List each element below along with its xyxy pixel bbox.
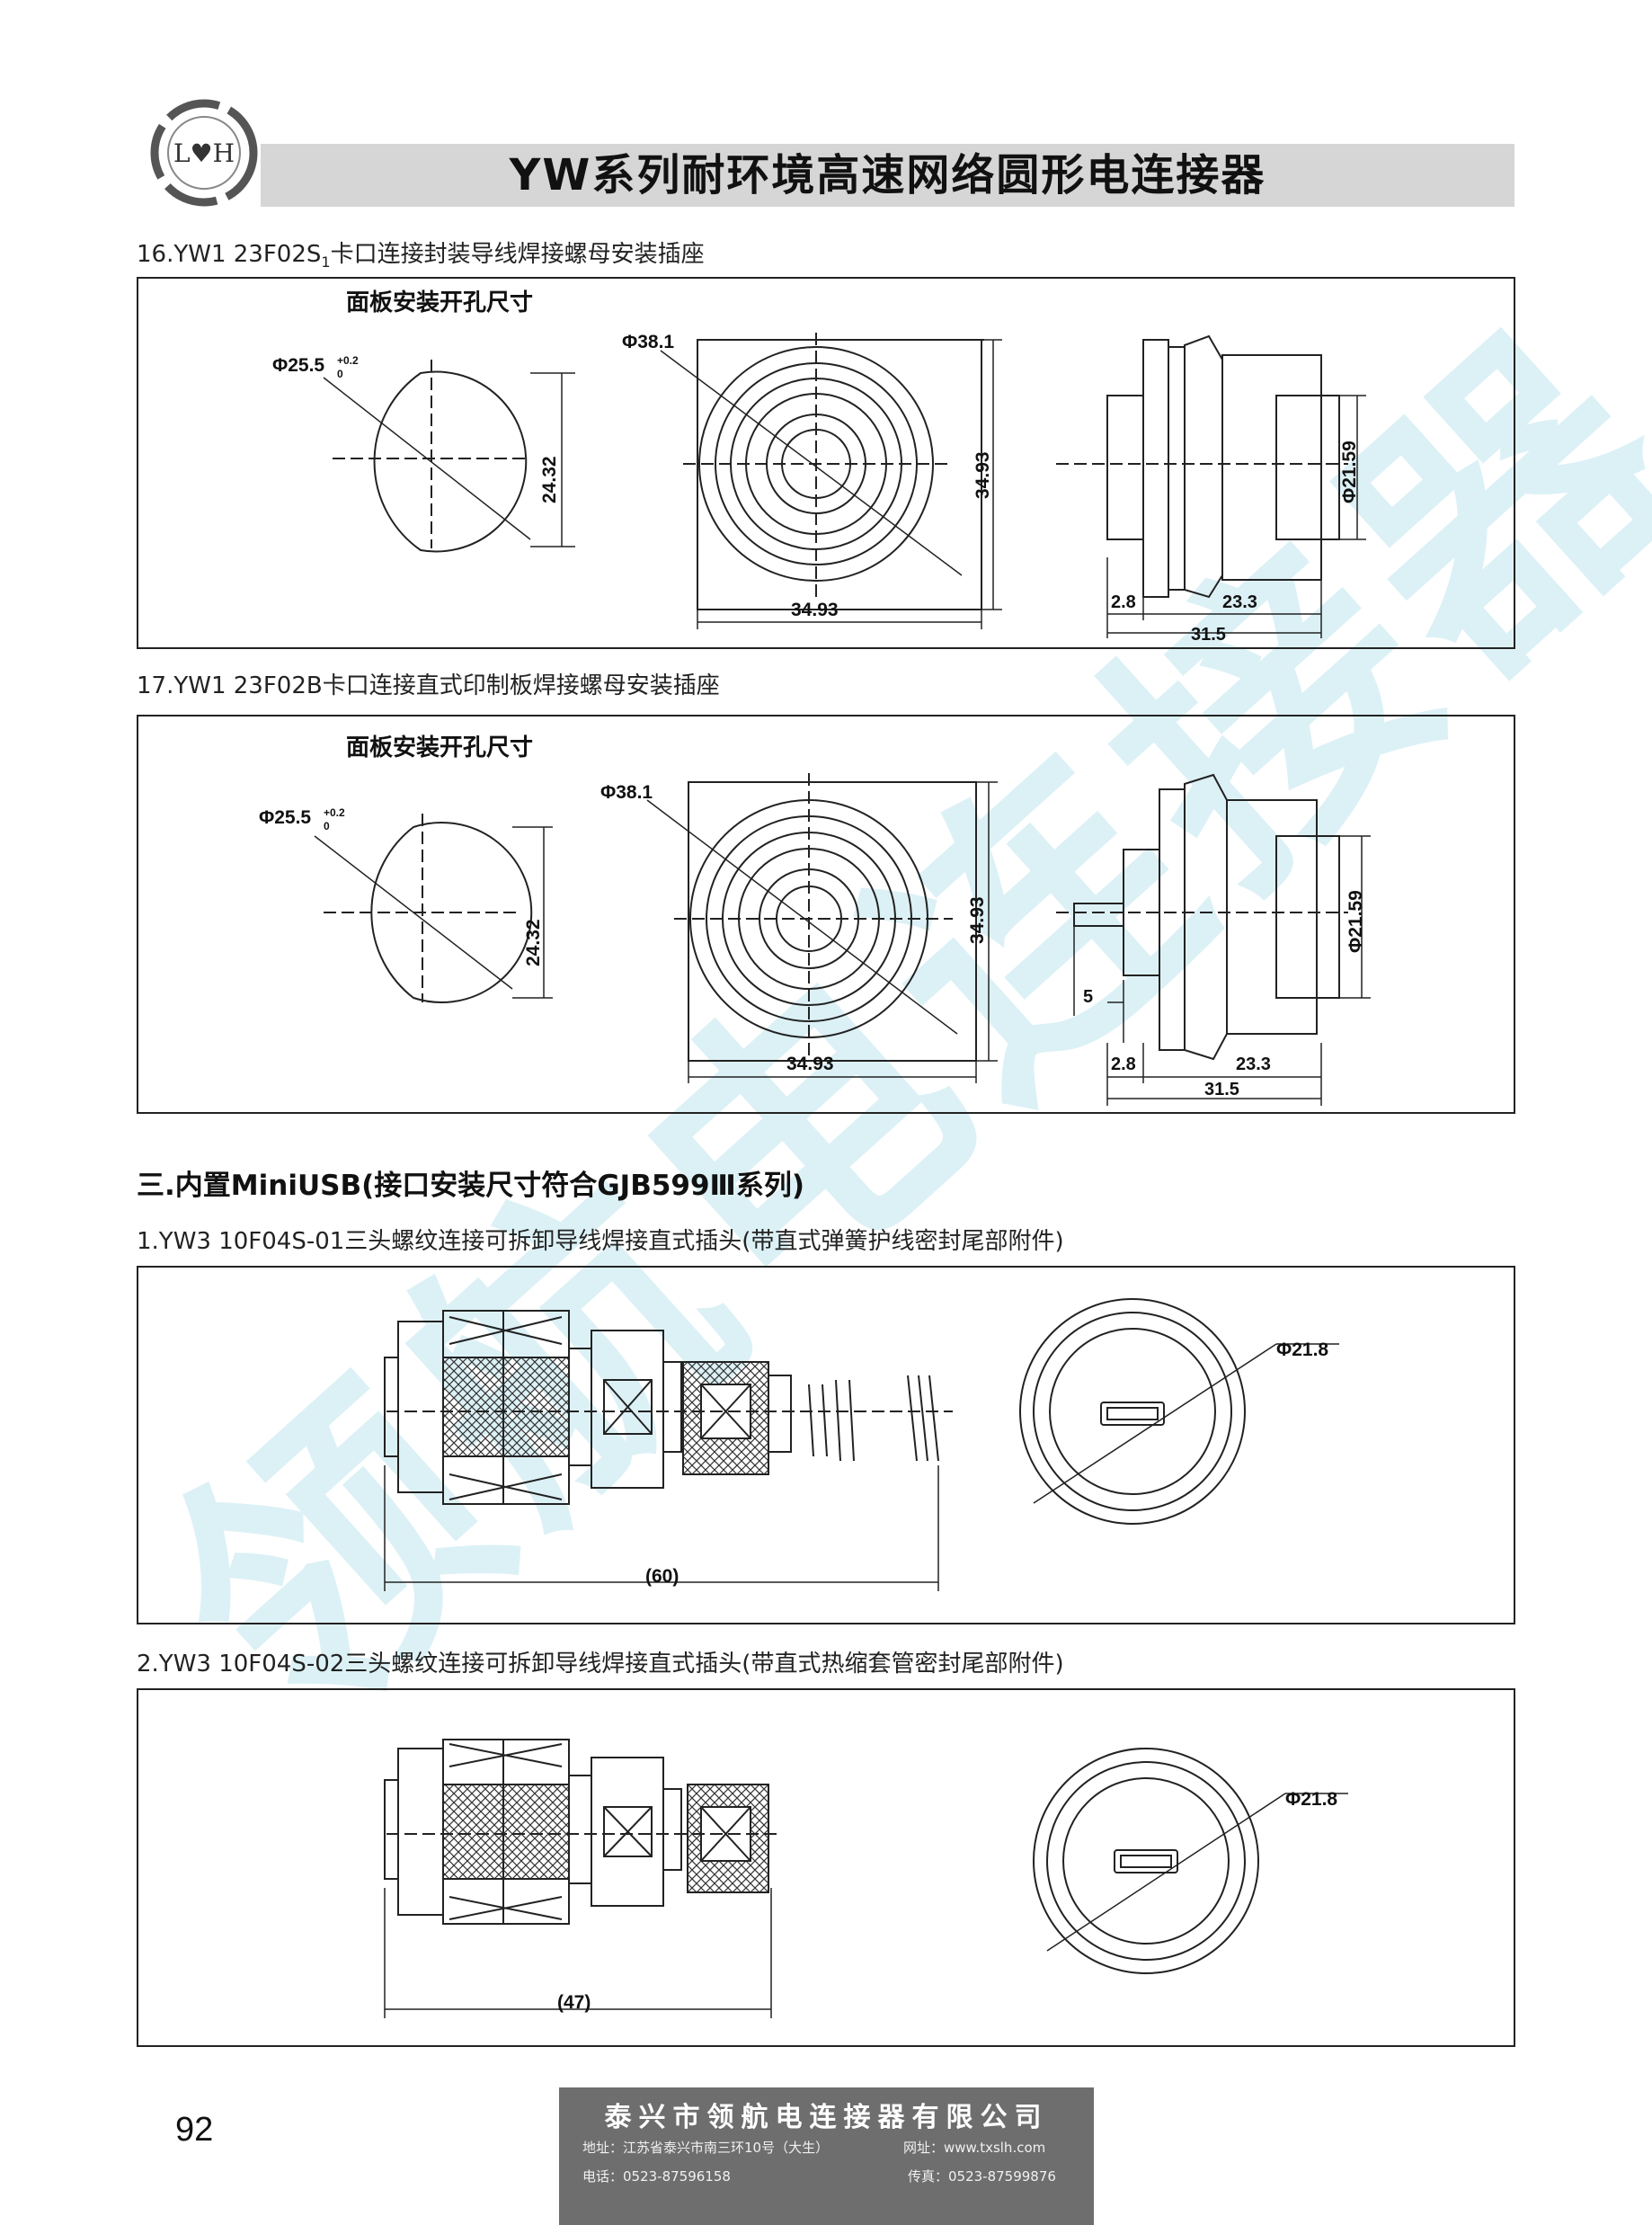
footer-address: 地址：江苏省泰兴市南三环10号（大生）	[582, 2140, 830, 2156]
footer-phone: 电话：0523-87596158	[582, 2168, 731, 2185]
item-16-caption-sub: 1	[321, 254, 331, 271]
item-16-flange-diameter: Φ38.1	[622, 332, 674, 352]
item-17-body-diameter: Φ21.59	[1346, 890, 1366, 953]
usb-item-1-frame	[137, 1266, 1515, 1624]
item-17-dim-total: 31.5	[1204, 1080, 1239, 1099]
item-16-square-h: 34.93	[791, 600, 839, 620]
item-17-tol-upper: +0.2	[324, 806, 345, 819]
usb-item-2-caption: 2.YW3 10F04S-02三头螺纹连接可拆卸导线焊接直式插头(带直式热缩套管…	[137, 1651, 1064, 1678]
item-17-dim-b: 23.3	[1236, 1055, 1271, 1074]
item-17-square-v: 34.93	[967, 896, 988, 944]
footer-box	[559, 2087, 1094, 2225]
company-logo: L♥H	[150, 99, 258, 207]
item-16-panel-label: 面板安装开孔尺寸	[346, 289, 533, 316]
section-3-title: 三.内置MiniUSB(接口安装尺寸符合GJB599Ⅲ系列)	[137, 1170, 805, 1202]
item-16-cutout-flat: 24.32	[539, 456, 560, 503]
item-16-dim-a: 2.8	[1111, 592, 1136, 612]
item-16-cutout-outline	[373, 370, 528, 553]
logo-text: L♥H	[173, 138, 235, 168]
item-16-square-v: 34.93	[973, 451, 993, 499]
item-16-cutout-leader	[323, 377, 531, 540]
item-16-dim-total: 31.5	[1191, 625, 1226, 645]
usb-item-1-diameter: Φ21.8	[1276, 1339, 1328, 1360]
item-16-caption-prefix: 16.YW1 23F02S	[137, 241, 322, 268]
item-17-panel-label: 面板安装开孔尺寸	[346, 734, 533, 761]
item-16-body-diameter: Φ21.59	[1339, 441, 1360, 503]
item-16-caption-suffix: 卡口连接封装导线焊接螺母安装插座	[330, 241, 705, 268]
item-16-dim-b: 23.3	[1222, 592, 1257, 612]
item-17-caption: 17.YW1 23F02B卡口连接直式印制板焊接螺母安装插座	[137, 672, 720, 699]
footer-company: 泰兴市领航电连接器有限公司	[604, 2102, 1049, 2133]
page-title: YW系列耐环境高速网络圆形电连接器	[509, 150, 1266, 200]
item-17-tol-lower: 0	[324, 820, 330, 832]
item-17-cutout-diameter: Φ25.5	[259, 807, 311, 828]
item-16-square-flange	[697, 339, 982, 610]
item-16-caption: 16.YW1 23F02S1卡口连接封装导线焊接螺母安装插座	[137, 236, 705, 271]
usb-item-2-frame	[137, 1688, 1515, 2047]
footer-website: 网址：www.txslh.com	[903, 2140, 1046, 2156]
item-17-flange-diameter: Φ38.1	[600, 782, 653, 803]
item-17-frame	[137, 715, 1515, 1114]
usb-item-1-caption: 1.YW3 10F04S-01三头螺纹连接可拆卸导线焊接直式插头(带直式弹簧护线…	[137, 1228, 1064, 1255]
item-17-cutout-flat: 24.32	[523, 919, 544, 966]
title-bar	[261, 144, 1514, 207]
footer-fax: 传真：0523-87599876	[908, 2168, 1056, 2185]
item-17-dim-pin: 5	[1083, 987, 1093, 1007]
item-16-frame	[137, 277, 1515, 649]
item-16-cutout-diameter: Φ25.5	[272, 355, 324, 376]
usb-item-1-length: (60)	[645, 1566, 679, 1587]
page-number: 92	[175, 2111, 214, 2149]
usb-item-2-length: (47)	[557, 1992, 591, 2013]
usb-item-2-diameter: Φ21.8	[1285, 1789, 1337, 1810]
item-16-tol-lower: 0	[337, 368, 343, 380]
item-17-dim-a: 2.8	[1111, 1055, 1136, 1074]
item-16-tol-upper: +0.2	[337, 354, 359, 367]
item-17-square-h: 34.93	[786, 1054, 834, 1074]
